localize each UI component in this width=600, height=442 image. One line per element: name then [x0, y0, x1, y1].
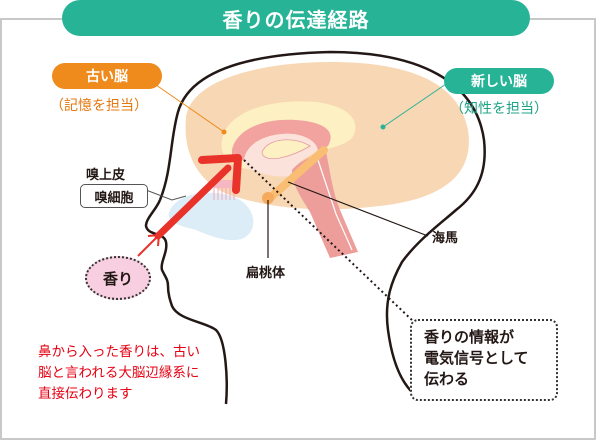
cingulate-ring — [232, 119, 331, 162]
explanation-note: 鼻から入った香りは、古い 脳と言われる大脳辺縁系に 直接伝わります — [38, 342, 278, 405]
note-line: 香りの情報が — [424, 328, 515, 346]
face-outline — [144, 199, 228, 405]
new-brain-role: （知性を担当） — [450, 101, 548, 117]
note-line: 直接伝わります — [38, 386, 133, 402]
note-line: 伝わる — [424, 370, 470, 388]
note-line: 電気信号として — [424, 349, 529, 367]
head-outline — [158, 50, 486, 393]
amygdala-shape — [262, 192, 274, 204]
label-hippocampus: 海馬 — [432, 231, 459, 246]
hippocampus-shape — [266, 146, 328, 202]
note-line: 鼻から入った香りは、古い — [38, 344, 200, 360]
new-brain-badge: 新しい脳 — [444, 68, 554, 94]
signal-dotted-line — [243, 159, 415, 323]
label-olfactory-cells: 嗅細胞 — [80, 184, 148, 208]
page-title: 香りの伝達経路 — [62, 0, 530, 36]
scent-bubble: 香り — [85, 256, 151, 300]
note-line: 脳と言われる大脳辺縁系に — [38, 365, 200, 381]
scent-path-arrow — [154, 164, 232, 240]
brainstem — [292, 152, 358, 258]
label-olfactory-epithelium: 嗅上皮 — [86, 168, 126, 183]
old-brain-badge: 古い脳 — [52, 63, 162, 89]
signal-note-box: 香りの情報が 電気信号として 伝わる — [410, 319, 558, 401]
old-brain-role: （記憶を担当） — [50, 98, 148, 114]
label-amygdala: 扁桃体 — [246, 266, 286, 281]
